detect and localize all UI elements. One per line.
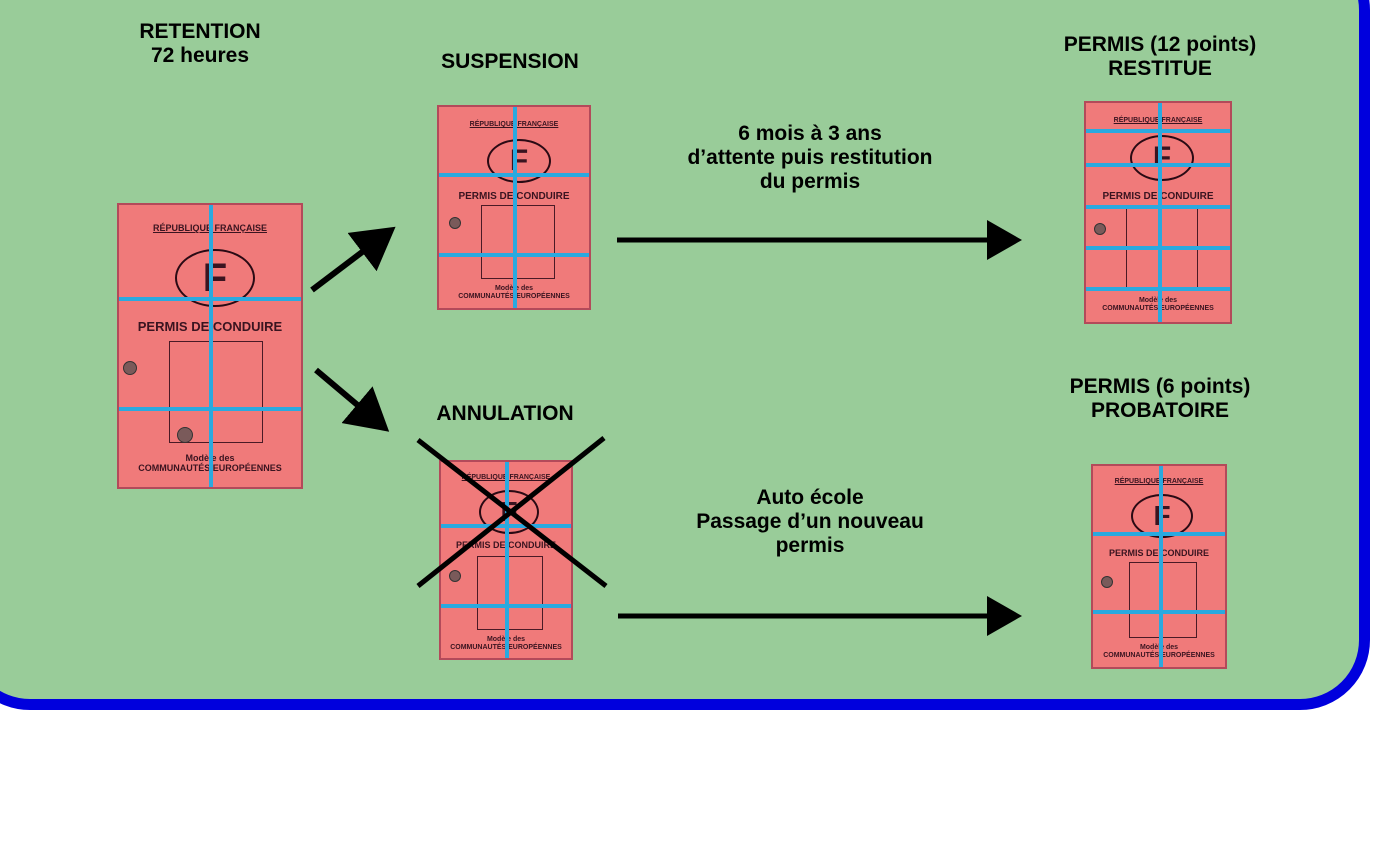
card-footer: Modèle des COMMUNAUTÉS EUROPÉENNES [458, 285, 570, 301]
card-grid-line [1086, 129, 1230, 133]
card-grid-line [441, 524, 571, 528]
arrow-right-icon [314, 367, 390, 432]
arrow-right-icon [310, 226, 396, 293]
permis-card-probatoire: RÉPUBLIQUE FRANÇAISE F PERMIS DE CONDUIR… [1091, 464, 1227, 669]
card-grid-line [505, 462, 509, 658]
label-permis-probatoire: PERMIS (6 points) PROBATOIRE [1069, 375, 1251, 422]
permis-card-annulation: RÉPUBLIQUE FRANÇAISE F PERMIS DE CONDUIR… [439, 460, 573, 660]
card-grid-line [119, 297, 301, 301]
label-retention: RETENTION 72 heures [139, 20, 261, 67]
card-text-box [481, 205, 555, 279]
card-footer: Modèle des COMMUNAUTÉS EUROPÉENNES [1102, 297, 1214, 313]
card-footer: Modèle des COMMUNAUTÉS EUROPÉENNES [450, 636, 562, 652]
permis-card-suspension: RÉPUBLIQUE FRANÇAISE F PERMIS DE CONDUIR… [437, 105, 591, 310]
label-suspension: SUSPENSION [441, 50, 579, 73]
card-grid-line [1086, 287, 1230, 291]
card-text-box [169, 341, 263, 443]
card-hole [123, 361, 137, 375]
card-hole [449, 570, 461, 582]
card-grid-line [439, 253, 589, 257]
card-grid-line [1086, 246, 1230, 250]
card-grid-line [513, 107, 517, 308]
card-grid-line [1093, 532, 1225, 536]
card-oval-f: F [175, 249, 255, 307]
card-text-box [1129, 562, 1197, 638]
card-grid-line [1158, 103, 1162, 322]
card-stamp [177, 427, 193, 443]
card-footer: Modèle des COMMUNAUTÉS EUROPÉENNES [1103, 644, 1215, 660]
permis-card-retention: RÉPUBLIQUE FRANÇAISE F PERMIS DE CONDUIR… [117, 203, 303, 489]
card-grid-line [209, 205, 213, 487]
card-footer: Modèle des COMMUNAUTÉS EUROPÉENNES [138, 453, 282, 474]
card-grid-line [1086, 163, 1230, 167]
label-annulation-desc: Auto école Passage d’un nouveau permis [696, 486, 924, 557]
card-grid-line [439, 173, 589, 177]
card-title: PERMIS DE CONDUIRE [1108, 548, 1209, 558]
label-suspension-desc: 6 mois à 3 ans d’attente puis restitutio… [687, 122, 933, 193]
card-grid-line [119, 407, 301, 411]
card-grid-line [1093, 610, 1225, 614]
card-text-box [477, 556, 543, 630]
label-permis-restitue: PERMIS (12 points) RESTITUE [1063, 33, 1257, 80]
card-grid-line [441, 604, 571, 608]
card-grid-line [1159, 466, 1163, 667]
card-hole [1094, 223, 1106, 235]
card-letter: F [202, 255, 228, 300]
card-hole [449, 217, 461, 229]
label-annulation: ANNULATION [436, 402, 574, 425]
permis-card-restitue: RÉPUBLIQUE FRANÇAISE F PERMIS DE CONDUIR… [1084, 101, 1232, 324]
card-hole [1101, 576, 1113, 588]
cross-icon [416, 436, 608, 588]
card-grid-line [1086, 205, 1230, 209]
